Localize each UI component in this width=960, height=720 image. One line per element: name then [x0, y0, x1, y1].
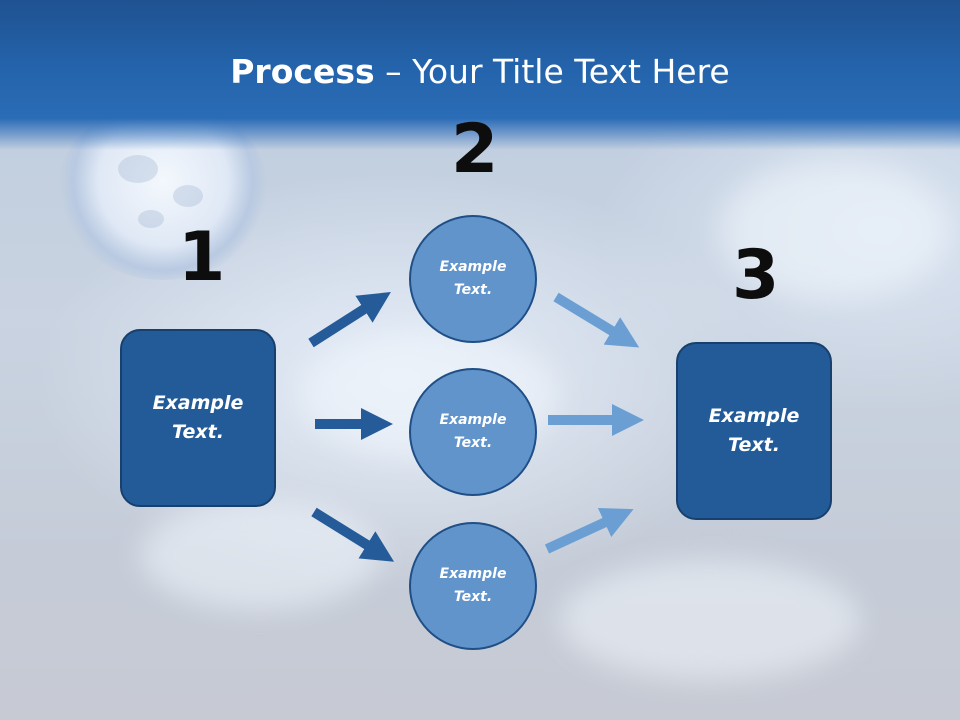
step3-text-line2: Text. — [728, 434, 780, 456]
step2-circle-top: Example Text. — [409, 215, 537, 343]
moon-crater — [138, 210, 164, 228]
title-bold: Process — [230, 52, 375, 91]
step-number-2: 2 — [451, 110, 499, 189]
slide-title: Process – Your Title Text Here — [0, 52, 960, 91]
title-rest: – Your Title Text Here — [374, 52, 730, 91]
moon-crater — [118, 155, 158, 183]
step1-box: Example Text. — [120, 329, 276, 507]
title-bar — [0, 0, 960, 150]
background-cloud — [140, 500, 380, 610]
step1-text-line2: Text. — [172, 421, 224, 443]
step1-text-line1: Example — [152, 392, 244, 414]
circle-text-line1: Example — [439, 566, 507, 582]
step3-text-line1: Example — [708, 405, 800, 427]
circle-text-line2: Text. — [453, 435, 493, 451]
circle-text-line2: Text. — [453, 282, 493, 298]
step2-circle-bottom: Example Text. — [409, 522, 537, 650]
arrow-box1-to-circle1 — [308, 292, 391, 348]
background-cloud — [560, 560, 860, 680]
arrow-box1-to-circle3 — [311, 507, 395, 562]
arrow-circle1-to-box3 — [553, 292, 640, 348]
circle-text-line2: Text. — [453, 589, 493, 605]
step3-box: Example Text. — [676, 342, 832, 520]
step2-circle-middle: Example Text. — [409, 368, 537, 496]
circle-text-line1: Example — [439, 412, 507, 428]
arrow-circle3-to-box3 — [544, 507, 634, 554]
step-number-1: 1 — [178, 218, 226, 297]
step-number-3: 3 — [732, 236, 780, 315]
moon-crater — [173, 185, 203, 207]
background-cloud — [720, 160, 950, 300]
circle-text-line1: Example — [439, 259, 507, 275]
